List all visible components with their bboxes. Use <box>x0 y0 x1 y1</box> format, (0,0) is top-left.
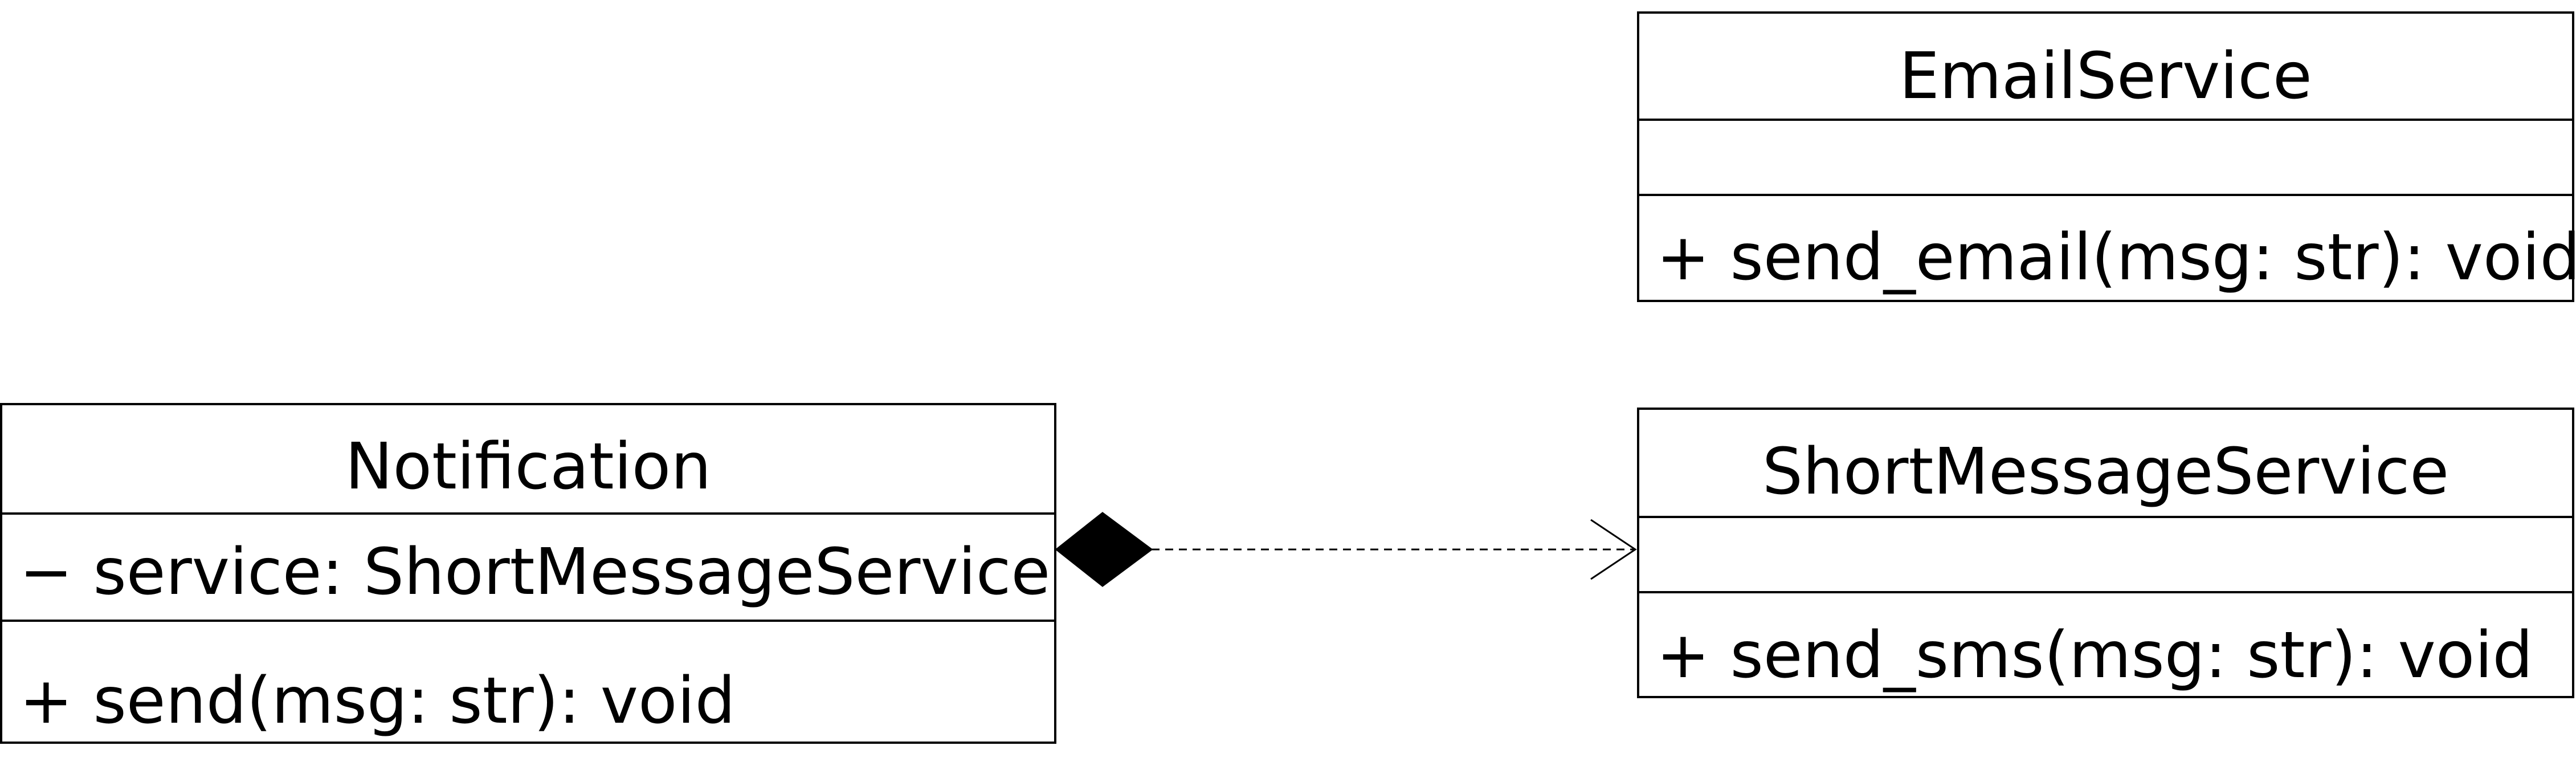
class-name: EmailService <box>1899 39 2312 113</box>
class-notification[interactable]: Notification − service: ShortMessageServ… <box>0 403 1056 744</box>
method-send-sms: + send_sms(msg: str): void <box>1656 618 2533 693</box>
class-email-service[interactable]: EmailService + send_email(msg: str): voi… <box>1637 11 2576 302</box>
attributes-compartment <box>1639 516 2572 591</box>
method-send-email: + send_email(msg: str): void <box>1656 221 2576 295</box>
class-short-message-service[interactable]: ShortMessageService + send_sms(msg: str)… <box>1637 408 2574 698</box>
open-arrowhead <box>1590 519 1637 580</box>
attribute-service: − service: ShortMessageService <box>19 535 1051 609</box>
class-name-compartment: ShortMessageService <box>1639 410 2572 516</box>
class-name: Notification <box>345 430 712 504</box>
methods-compartment: + send(msg: str): void <box>2 620 1054 744</box>
method-send: + send(msg: str): void <box>19 664 736 738</box>
attributes-compartment: − service: ShortMessageService <box>2 512 1054 620</box>
methods-compartment: + send_email(msg: str): void <box>1639 194 2576 302</box>
methods-compartment: + send_sms(msg: str): void <box>1639 591 2572 698</box>
attributes-compartment <box>1639 119 2572 194</box>
class-name: ShortMessageService <box>1762 435 2450 509</box>
composition-diamond <box>1055 512 1153 587</box>
class-name-compartment: EmailService <box>1639 14 2572 119</box>
class-name-compartment: Notification <box>2 405 1054 512</box>
